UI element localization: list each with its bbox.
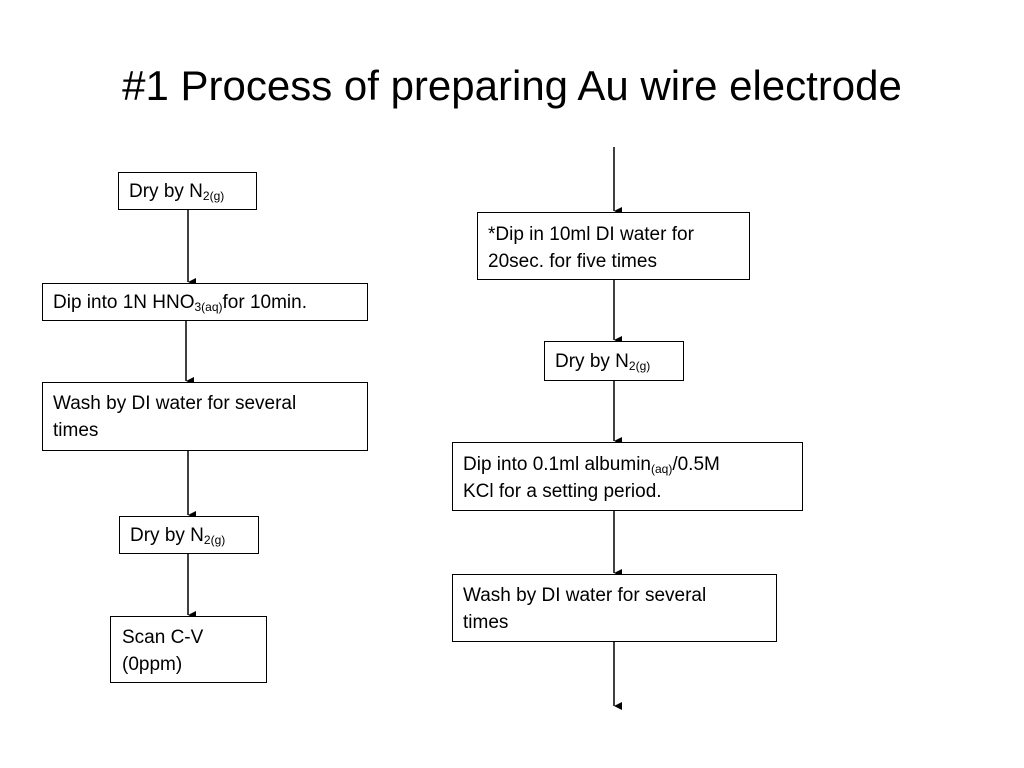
step-wash-di-water-left: Wash by DI water for several times [42, 382, 368, 451]
slide-title: #1 Process of preparing Au wire electrod… [122, 62, 902, 109]
step-dry-n2-right: Dry by N2(g) [544, 341, 684, 381]
step-dip-albumin: Dip into 0.1ml albumin(aq)/0.5M KCl for … [452, 442, 803, 511]
step-wash-di-water-right: Wash by DI water for several times [452, 574, 777, 642]
step-dip-di-water: *Dip in 10ml DI water for 20sec. for fiv… [477, 212, 750, 280]
step-scan-cv: Scan C-V (0ppm) [110, 616, 267, 683]
step-dry-n2-bottom: Dry by N2(g) [119, 516, 259, 554]
step-dip-hno3: Dip into 1N HNO3(aq)for 10min. [42, 283, 368, 321]
step-dry-n2-top: Dry by N2(g) [118, 172, 257, 210]
